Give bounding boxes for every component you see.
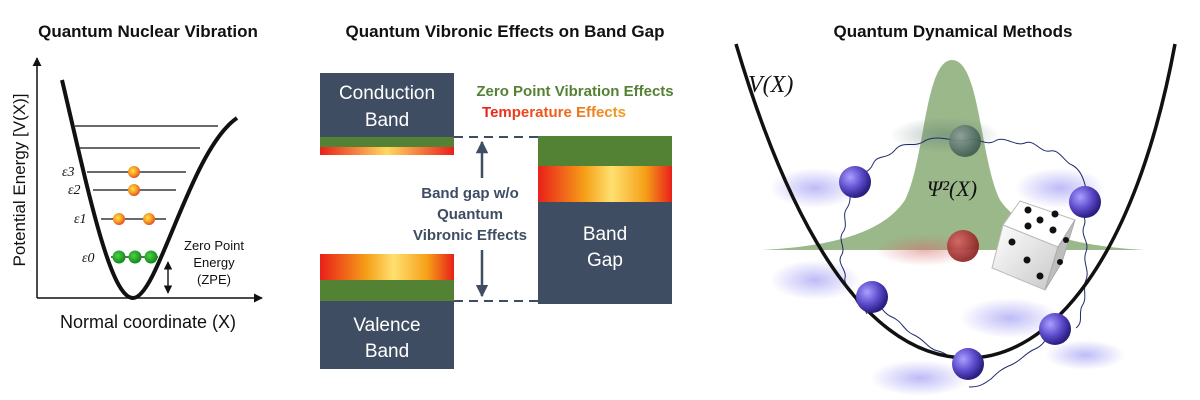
zpe-label-line1: Zero Point bbox=[184, 238, 244, 253]
level-label-e0: ε0 bbox=[82, 251, 95, 266]
conduction-band-label-line2: Band bbox=[365, 110, 409, 131]
level-label-e1: ε1 bbox=[74, 212, 87, 227]
panel2-title: Quantum Vibronic Effects on Band Gap bbox=[346, 22, 665, 41]
zpe-label-line3: (ZPE) bbox=[197, 272, 231, 287]
orange-particle bbox=[128, 166, 140, 178]
wavefunction-gaussian bbox=[762, 60, 1145, 250]
polymer-bead bbox=[1039, 313, 1071, 345]
y-axis-label: Potential Energy [V(X)] bbox=[10, 94, 29, 267]
valence-band-box bbox=[320, 301, 454, 369]
blur-cloud bbox=[890, 117, 1000, 153]
polymer-bead bbox=[1069, 186, 1101, 218]
valence-band-label-line2: Band bbox=[365, 341, 409, 362]
potential-label: V(X) bbox=[748, 72, 793, 98]
panel-quantum-nuclear-vibration: Quantum Nuclear Vibration Potential Ener… bbox=[10, 22, 263, 332]
conduction-temp-strip bbox=[320, 147, 454, 155]
potential-well-curve bbox=[60, 79, 239, 301]
orange-particle bbox=[128, 184, 140, 196]
panel-quantum-dynamical-methods: Quantum Dynamical Methods bbox=[734, 22, 1177, 396]
blur-cloud bbox=[770, 260, 860, 300]
blur-cloud bbox=[1045, 340, 1125, 370]
conduction-zpv-strip bbox=[320, 137, 454, 147]
bandgap-temp-strip bbox=[538, 166, 672, 202]
valence-zpv-strip bbox=[320, 280, 454, 301]
gap-label-line3: Vibronic Effects bbox=[413, 227, 527, 244]
zpe-label-line2: Energy bbox=[193, 255, 235, 270]
blur-cloud bbox=[870, 360, 970, 396]
valence-temp-strip bbox=[320, 254, 454, 280]
conduction-band-box bbox=[320, 73, 454, 137]
orange-particle bbox=[113, 213, 125, 225]
green-particle bbox=[128, 250, 142, 264]
polymer-bead bbox=[947, 230, 979, 262]
valence-band-label-line1: Valence bbox=[353, 315, 420, 336]
wavefunction-label: Ψ²(X) bbox=[927, 176, 977, 201]
polymer-bead bbox=[856, 281, 888, 313]
level-label-e3: ε3 bbox=[62, 165, 75, 180]
orange-particle bbox=[143, 213, 155, 225]
gap-label-line1: Band gap w/o bbox=[421, 185, 519, 202]
bandgap-zpv-strip bbox=[538, 136, 672, 166]
legend-zpv: Zero Point Vibration Effects bbox=[476, 83, 673, 100]
legend-temperature: Temperature Effects bbox=[482, 104, 626, 121]
polymer-bead bbox=[949, 125, 981, 157]
conduction-band-label-line1: Conduction bbox=[339, 83, 435, 104]
green-particle bbox=[112, 250, 126, 264]
dice-icon bbox=[991, 200, 1076, 291]
gap-label-line2: Quantum bbox=[437, 206, 503, 223]
polymer-bead bbox=[839, 166, 871, 198]
panel3-title: Quantum Dynamical Methods bbox=[834, 22, 1073, 41]
green-particle bbox=[144, 250, 158, 264]
blur-cloud bbox=[960, 298, 1060, 338]
polymer-bead bbox=[952, 348, 984, 380]
x-axis-label: Normal coordinate (X) bbox=[60, 312, 236, 332]
bandgap-box bbox=[538, 202, 672, 304]
panel-band-gap: Quantum Vibronic Effects on Band Gap Con… bbox=[320, 22, 674, 369]
panel1-title: Quantum Nuclear Vibration bbox=[38, 22, 258, 41]
level-label-e2: ε2 bbox=[68, 183, 81, 198]
bandgap-label-line2: Gap bbox=[587, 250, 623, 271]
bandgap-label-line1: Band bbox=[583, 224, 627, 245]
